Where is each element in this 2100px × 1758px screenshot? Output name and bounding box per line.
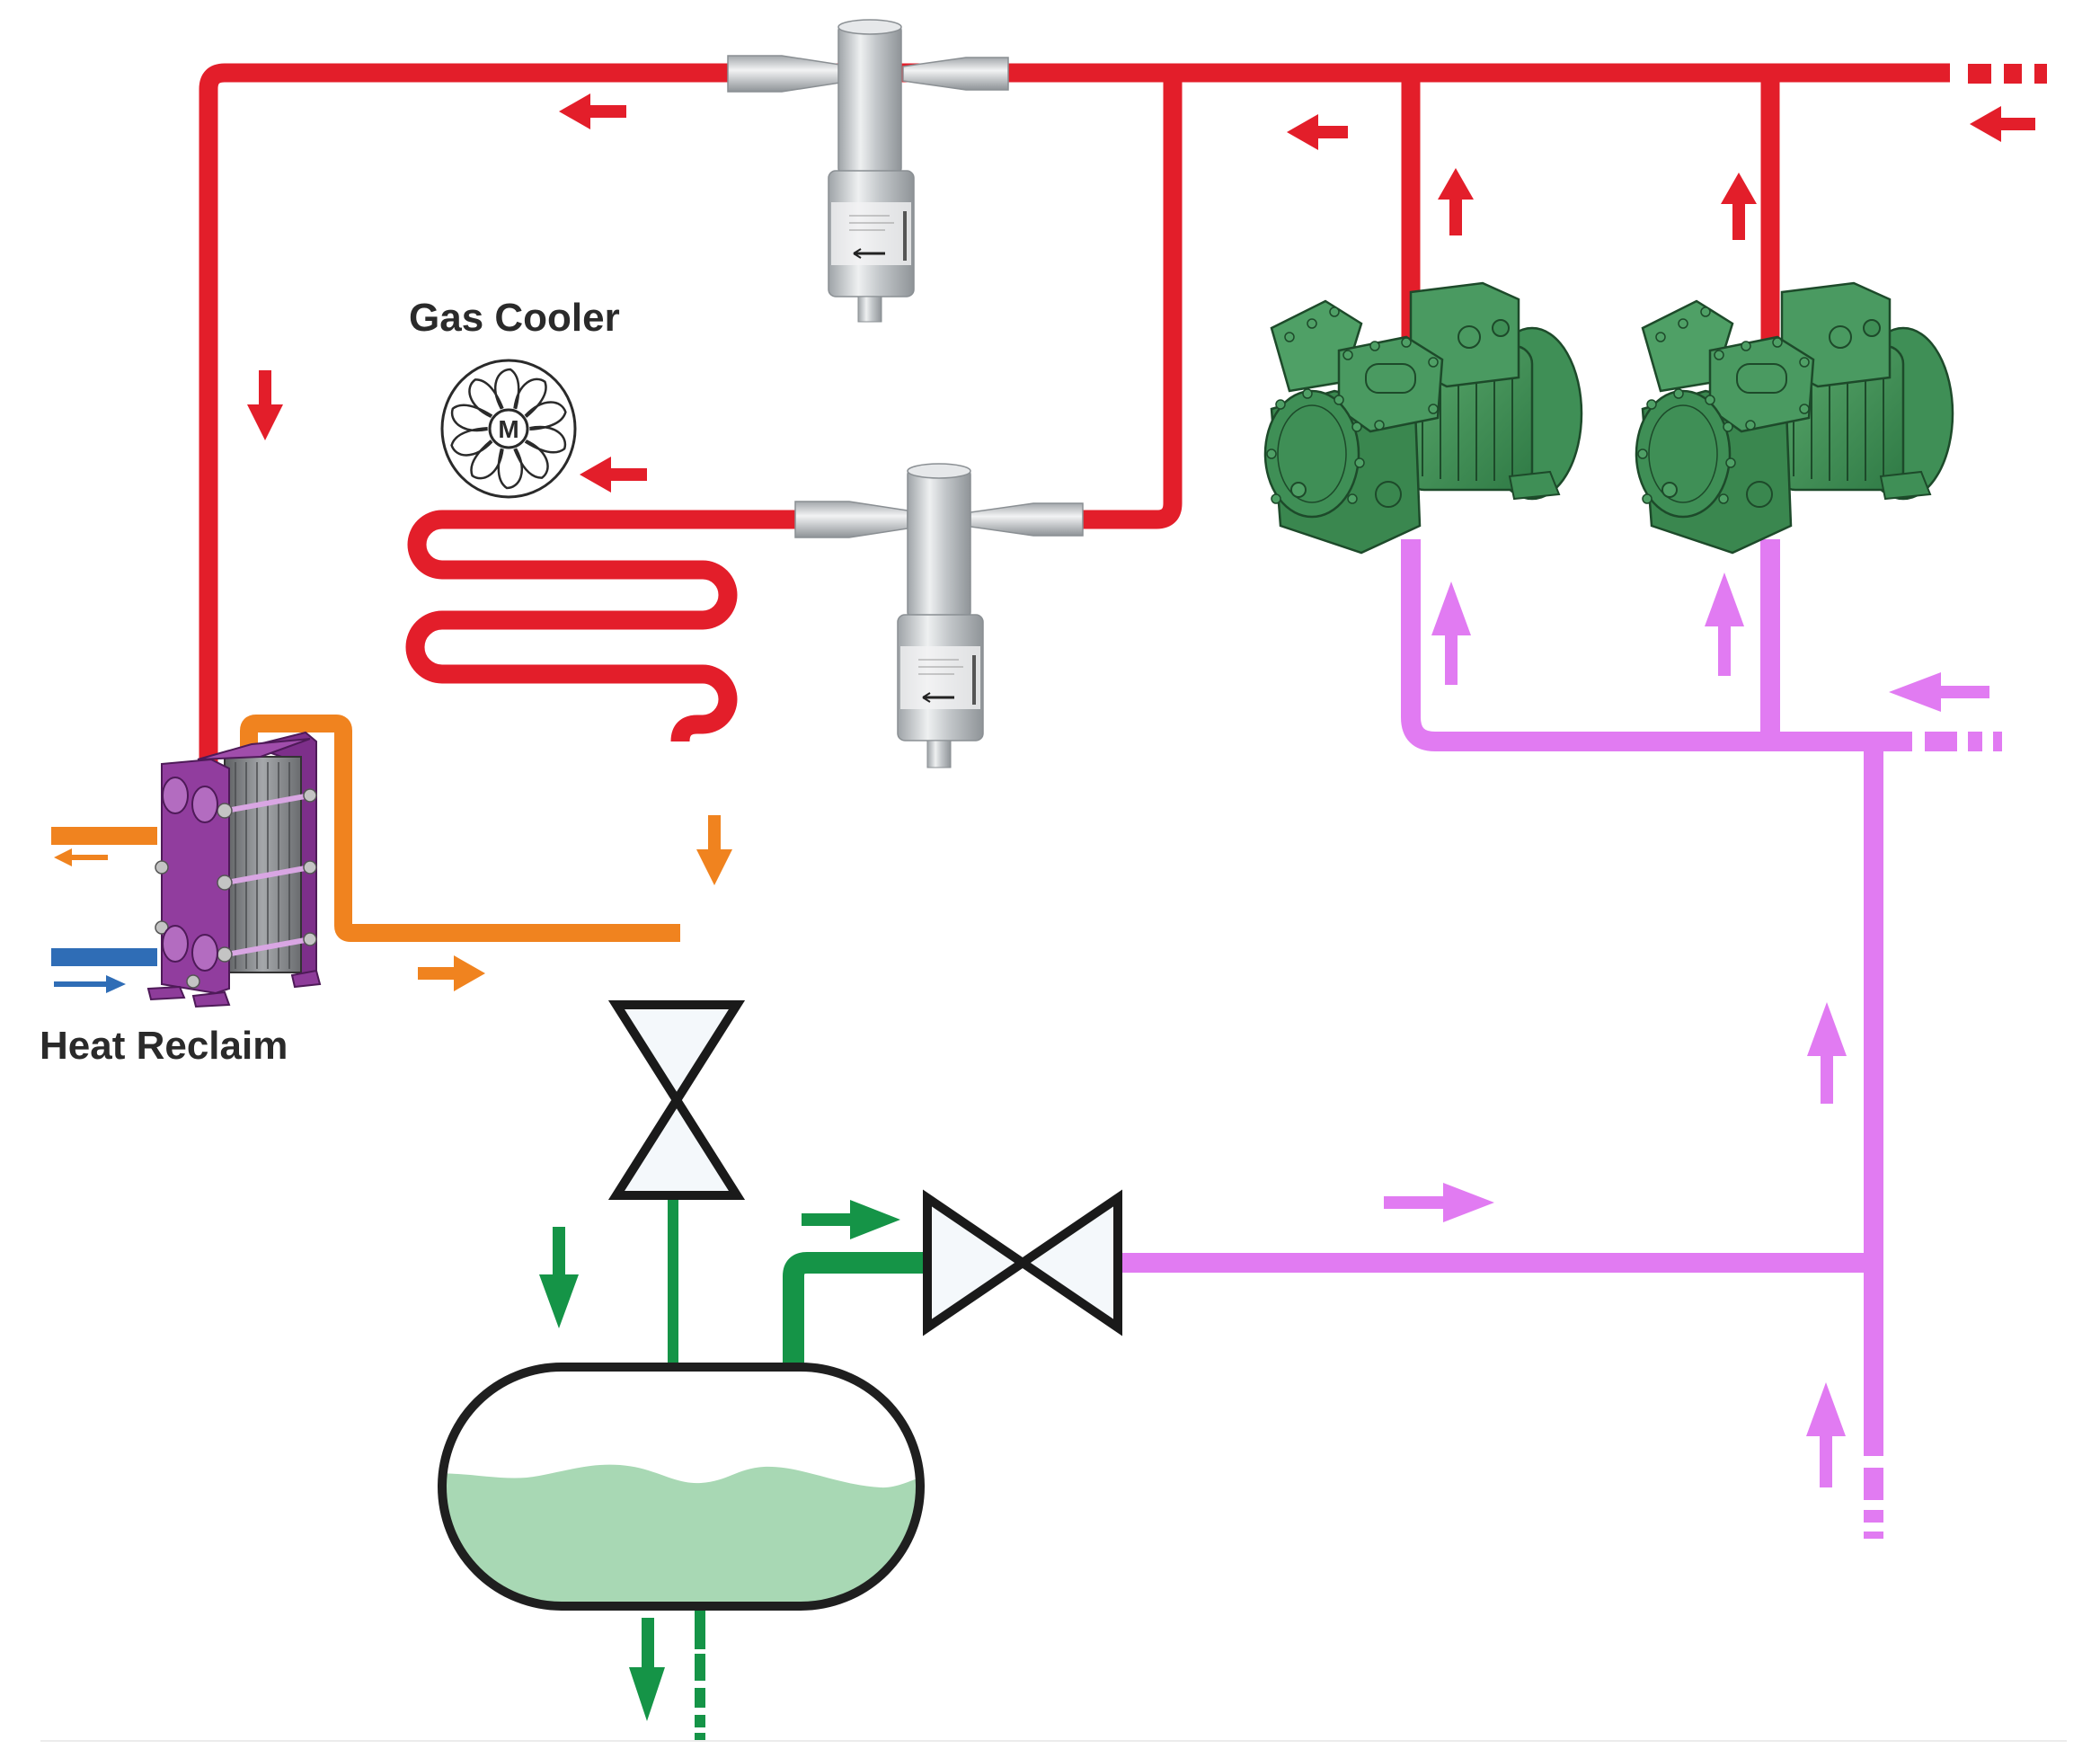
hot-gas-lines (199, 63, 1950, 773)
arrow-up-icon (1807, 1002, 1847, 1104)
arrow-up-icon (1431, 582, 1471, 685)
arrow-right-icon (54, 975, 126, 993)
liquid-arrows (539, 1200, 900, 1721)
flash-gas-pipe (783, 1252, 926, 1368)
compressor-2 (1635, 281, 1954, 555)
arrow-left-icon (1970, 106, 2035, 142)
arrow-up-icon (1806, 1382, 1846, 1487)
gas-cooler-coil (405, 510, 800, 742)
flash-gas-valve-symbol (923, 1189, 1122, 1336)
hot-gas-arrows (247, 93, 2035, 493)
arrow-right-icon (1384, 1183, 1494, 1222)
fan-motor-label: M (498, 415, 518, 443)
heat-reclaim-return-pipe (240, 715, 680, 942)
arrow-down-icon (539, 1227, 579, 1328)
arrow-up-icon (1721, 173, 1757, 240)
arrow-down-icon (247, 370, 283, 440)
compressor-1 (1263, 281, 1583, 555)
arrow-left-icon (559, 93, 626, 129)
hot-gas-branch-to-gas-cooler (1078, 73, 1183, 529)
arrow-down-icon (696, 815, 732, 885)
heat-reclaim-exchanger (146, 731, 322, 1008)
expansion-valve-symbol (607, 1000, 746, 1200)
arrow-left-icon (1287, 114, 1348, 150)
liquid-continuation-dashes (695, 1654, 705, 1740)
receiver-tank (438, 1363, 925, 1611)
high-pressure-valve (727, 19, 1009, 323)
suction-continuation-dashes (1864, 732, 2002, 1539)
suction-lines (1121, 539, 1912, 1456)
arrow-left-icon (580, 457, 647, 493)
gas-cooler-label: Gas Cooler (409, 296, 620, 340)
suction-arrows (1384, 573, 1989, 1487)
arrow-down-icon (629, 1618, 665, 1721)
arrow-up-icon (1438, 168, 1474, 235)
receiver-liquid-level (442, 1464, 920, 1606)
arrow-right-icon (802, 1200, 900, 1239)
heat-reclaim-label: Heat Reclaim (40, 1024, 288, 1068)
heat-reclaim-arrows (54, 815, 732, 993)
hot-gas-continuation-dashes (1968, 64, 2047, 84)
gas-cooler-fan-icon: M (440, 359, 577, 499)
suction-header (1401, 539, 1912, 751)
heat-reclaim-valve (794, 463, 1084, 768)
arrow-up-icon (1705, 573, 1744, 676)
arrow-right-icon (418, 955, 485, 991)
hot-gas-discharge-header (199, 63, 1950, 773)
liquid-lines (668, 1195, 926, 1649)
heat-reclaim-lines (51, 715, 689, 1007)
arrow-left-icon (54, 848, 108, 866)
arrow-left-icon (1889, 672, 1989, 712)
